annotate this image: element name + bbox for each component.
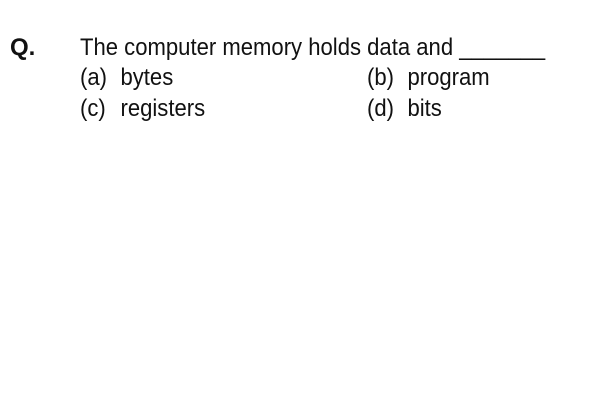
option-a-text: bytes — [120, 64, 174, 91]
option-a: (a) bytes — [80, 63, 173, 93]
option-c: (c) registers — [80, 94, 205, 124]
option-a-label: (a) — [80, 64, 107, 91]
question-label: Q. — [10, 34, 36, 61]
option-b-label: (b) — [367, 64, 394, 91]
option-d: (d) bits — [367, 94, 442, 124]
option-b-text: program — [407, 64, 490, 91]
option-c-label: (c) — [80, 95, 106, 122]
question-text: The computer memory holds data and _____… — [80, 34, 546, 61]
option-d-text: bits — [407, 95, 442, 122]
option-d-label: (d) — [367, 95, 394, 122]
option-b: (b) program — [367, 63, 490, 93]
option-c-text: registers — [120, 95, 206, 122]
